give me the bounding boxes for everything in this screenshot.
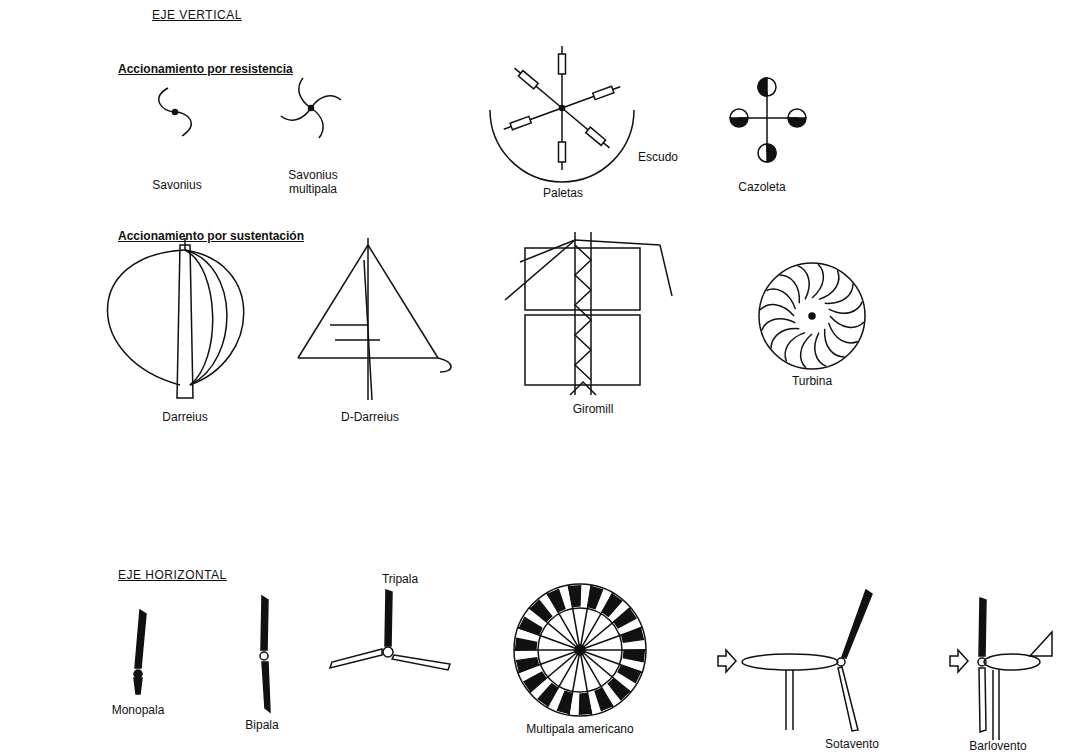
- type-label: Tripala: [382, 572, 418, 586]
- rotor-vane: [531, 600, 554, 623]
- type-label: Savonius: [152, 178, 201, 192]
- turbine-blade: [767, 321, 799, 353]
- turbine-blade: [782, 328, 806, 364]
- rotor-vane: [517, 656, 539, 672]
- turbine-blade: [825, 279, 857, 311]
- savonius-multiblade-rotor: [281, 78, 341, 138]
- subsection-heading: Accionamiento por resistencia: [118, 62, 293, 76]
- rotor-vane: [617, 663, 640, 683]
- turbine-blade: [819, 268, 843, 304]
- section-heading: EJE VERTICAL: [152, 8, 242, 22]
- cross-flow-turbine: [759, 263, 865, 369]
- darrieus-rotor: [108, 238, 244, 398]
- type-label: Paletas: [543, 186, 583, 200]
- turbine-blade: [824, 323, 860, 347]
- type-label: Bipala: [245, 718, 278, 732]
- rotor-vane: [548, 589, 567, 612]
- cup-anemometer-rotor: [730, 78, 806, 162]
- part-label: Escudo: [638, 150, 678, 164]
- turbine-blade: [792, 264, 816, 300]
- rotor-vane: [516, 638, 537, 652]
- turbine-blade: [760, 312, 796, 336]
- wind-arrow: [718, 650, 736, 672]
- rotor-vane: [524, 670, 547, 691]
- three-blade-rotor: [330, 590, 450, 670]
- turbine-blade: [817, 329, 849, 361]
- upwind-turbine: [950, 598, 1052, 740]
- rotor-vane: [569, 586, 582, 607]
- downwind-turbine: [718, 590, 872, 731]
- turbine-blade: [829, 296, 865, 320]
- rotor-vane: [607, 677, 630, 700]
- type-label: Giromill: [573, 402, 614, 416]
- type-label: Barlovento: [969, 739, 1026, 753]
- turbine-blade: [760, 305, 794, 316]
- delta-darrieus-rotor: [298, 238, 451, 400]
- type-label: Savonius multipala: [273, 168, 353, 197]
- turbine-blade: [764, 286, 800, 310]
- rotor-vane: [593, 687, 612, 710]
- type-label: Multipala americano: [526, 722, 633, 736]
- section-heading: EJE HORIZONTAL: [118, 568, 227, 582]
- savonius-rotor: [159, 88, 191, 136]
- turbine-blade: [812, 264, 823, 298]
- wind-arrow: [950, 650, 968, 672]
- rotor-vane: [600, 594, 621, 617]
- turbine-blade: [808, 333, 832, 369]
- rotor-vane: [621, 628, 643, 644]
- type-label: Turbina: [792, 374, 832, 388]
- turbine-blade: [830, 316, 864, 327]
- paddle-rotor: [490, 46, 634, 182]
- rotor-vane: [623, 648, 644, 662]
- single-blade-rotor: [134, 610, 146, 694]
- turbine-blade: [801, 334, 812, 368]
- turbine-blade: [775, 271, 807, 303]
- rotor-vane: [585, 587, 602, 610]
- rotor-vane: [578, 693, 591, 714]
- two-blade-rotor: [260, 596, 270, 712]
- rotor-vane: [613, 608, 636, 629]
- american-multiblade-rotor: [514, 584, 646, 716]
- rotor-vane: [538, 683, 559, 706]
- rotor-vane: [519, 617, 542, 637]
- subsection-heading: Accionamiento por sustentación: [118, 229, 304, 243]
- type-label: Monopala: [112, 703, 165, 717]
- type-label: D-Darreius: [341, 410, 399, 424]
- type-label: Sotavento: [825, 737, 879, 751]
- type-label: Darreius: [162, 410, 207, 424]
- giromill-rotor: [505, 232, 672, 395]
- rotor-vane: [558, 691, 575, 714]
- type-label: Cazoleta: [738, 180, 785, 194]
